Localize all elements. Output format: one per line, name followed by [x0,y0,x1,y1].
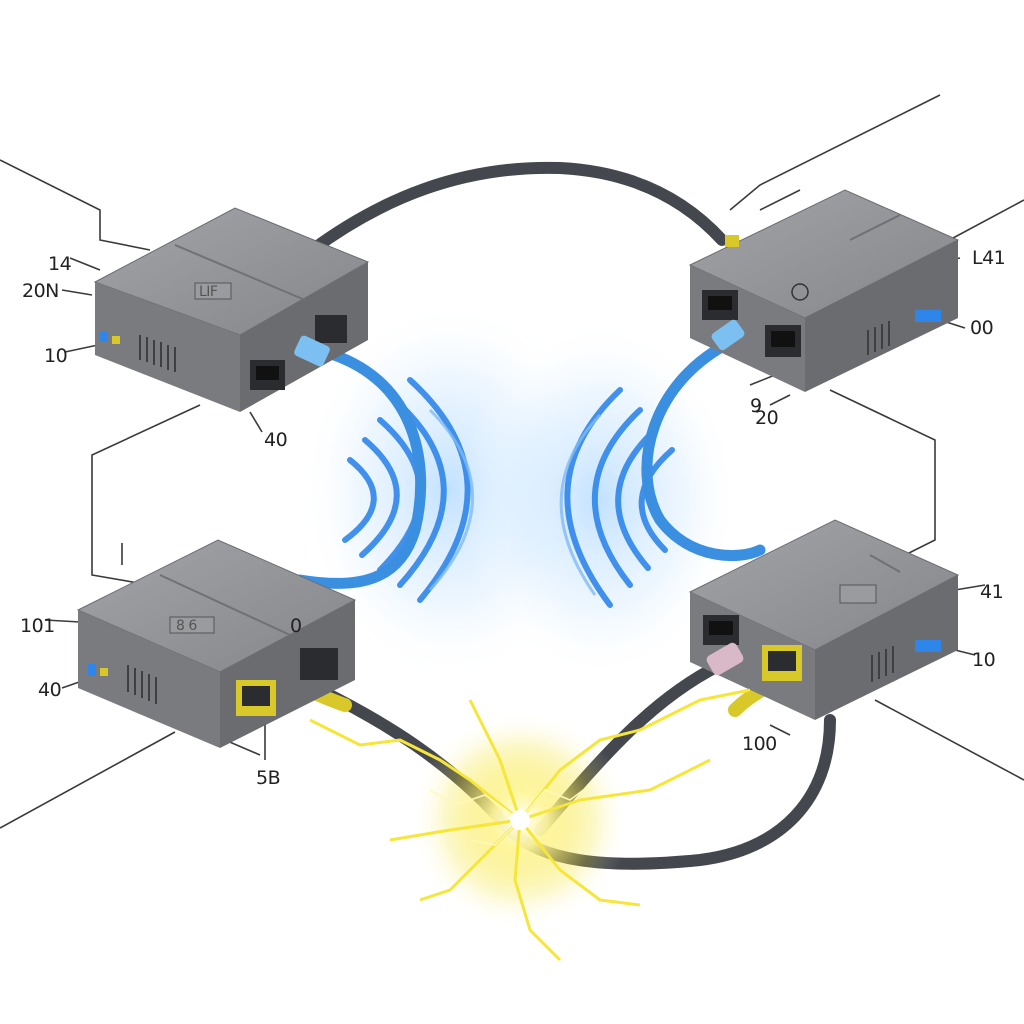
ethernet-port-icon[interactable] [765,325,801,357]
label-tr-b: 00 [970,317,993,339]
label-tl-d: 40 [264,429,287,451]
label-bl-b: 40 [38,679,61,701]
ethernet-port-icon[interactable] [703,615,739,645]
device-badge [194,282,232,300]
device-top-left[interactable]: LIF [93,207,370,412]
blue-cable-right [641,334,766,562]
label-tl-b: 20N [22,280,59,302]
device-badge-text: LIF [199,284,218,300]
device-bottom-right[interactable] [688,519,960,720]
label-br-a: 41 [980,581,1003,603]
ethernet-port-icon[interactable] [762,645,802,681]
label-tr-a: L41 [972,247,1005,269]
ethernet-port-icon[interactable] [250,360,285,390]
ethernet-port-icon[interactable] [300,648,338,680]
label-tl-a: 14 [48,253,72,275]
gray-cable-top [306,161,728,256]
ethernet-port-icon[interactable] [236,680,276,716]
blue-cable-left [294,346,427,589]
label-br-b: 10 [972,649,995,671]
label-bl-d: 0 [290,615,302,637]
device-badge [169,616,215,634]
ethernet-port-icon[interactable] [702,290,738,320]
label-tl-c: 10 [44,345,67,367]
device-top-right[interactable] [688,189,960,392]
leader-lines [0,94,1024,829]
labels: 14 20N 10 40 L41 00 9 20 101 40 5B 41 10… [20,247,1006,789]
label-tr-d: 20 [755,407,778,429]
label-bl-a: 101 [20,615,55,637]
label-bl-c: 5B [256,767,280,789]
label-tr-c: 9 [750,395,762,417]
electric-spark-icon [309,688,751,962]
device-badge-text: 8 6 [176,618,197,634]
signal-wave-icon [300,300,740,680]
ethernet-port-icon[interactable] [315,315,347,343]
label-br-c: 100 [742,733,777,755]
device-bottom-left[interactable]: 8 6 0 [76,539,357,748]
